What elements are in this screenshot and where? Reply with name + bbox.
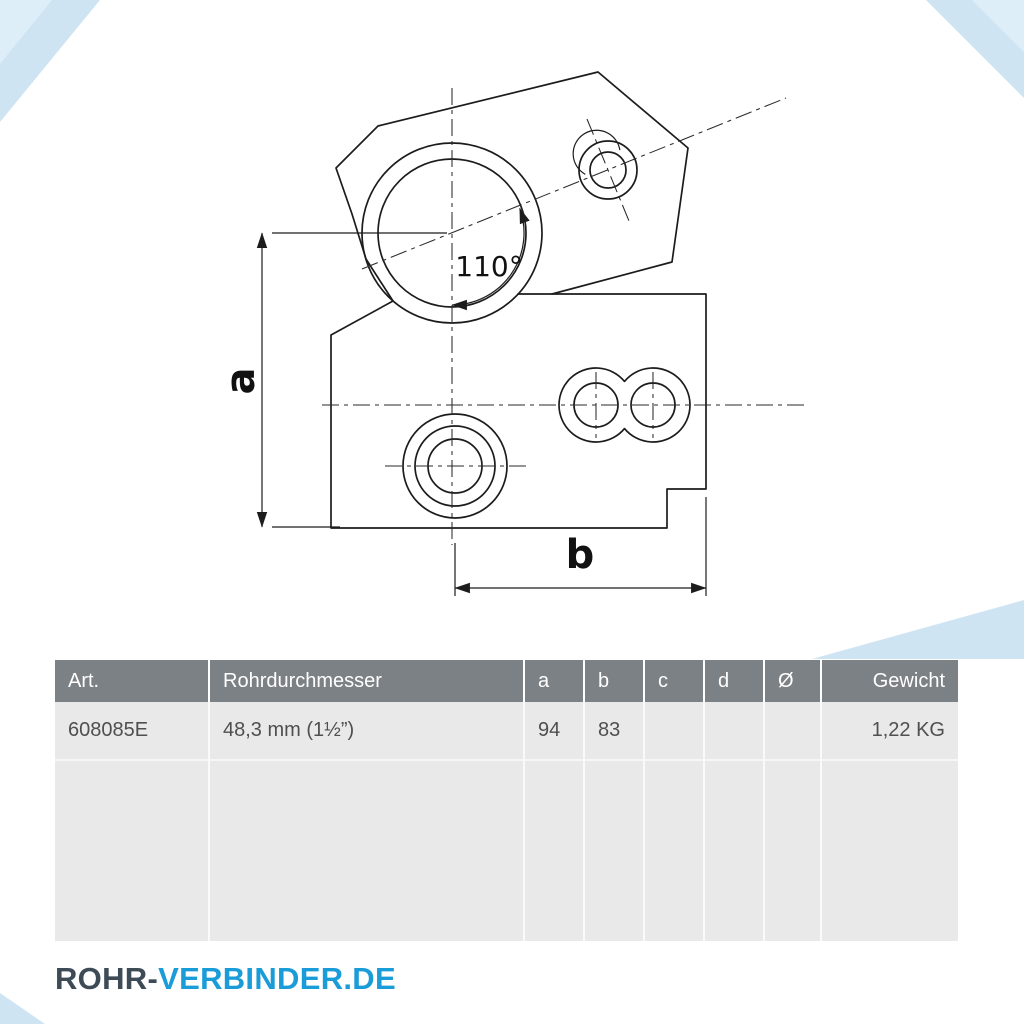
spec-table: Art. Rohrdurchmesser a b c d Ø Gewicht 6… (55, 660, 958, 941)
connector-drawing (330, 71, 707, 529)
cell-a: 94 (525, 702, 583, 761)
dim-a-label: a (218, 368, 264, 395)
angle-arc (451, 207, 530, 311)
brand-logo-part1: ROHR- (55, 961, 159, 996)
bolt-hole-thread-arc (572, 129, 621, 175)
bolt-hole-cross-centerline (586, 118, 630, 222)
column-a: 94 (525, 702, 585, 941)
angle-label: 110° (455, 250, 522, 283)
spec-table-body: 608085E 48,3 mm (1½”) 94 83 1,22 KG (55, 702, 958, 941)
centerlines (322, 88, 805, 545)
header-cell-diameter: Ø (765, 660, 822, 702)
header-cell-d: d (705, 660, 765, 702)
dimension-labels: a b 110° (218, 250, 594, 578)
column-gewicht: 1,22 KG (822, 702, 958, 941)
dimensions (256, 207, 707, 596)
column-c (645, 702, 705, 941)
header-cell-c: c (645, 660, 705, 702)
column-d (705, 702, 765, 941)
column-diameter (765, 702, 822, 941)
column-b: 83 (585, 702, 645, 941)
cell-gewicht: 1,22 KG (822, 702, 958, 761)
corner-triangle-bottom-left (0, 993, 45, 1024)
header-cell-gewicht: Gewicht (872, 669, 945, 692)
dim-b-label: b (566, 532, 595, 578)
brand-logo-part2: VERBINDER.DE (158, 961, 396, 996)
body-outline (330, 293, 707, 529)
header-cell-a: a (525, 660, 585, 702)
cell-b: 83 (585, 702, 643, 761)
cell-diameter (765, 702, 820, 761)
header-cell-art: Art. (55, 660, 210, 702)
collar-and-arm-outline (335, 71, 689, 302)
diagonal-centerline (361, 97, 787, 270)
accent-triangle-above-table (812, 600, 1024, 659)
cell-d (705, 702, 763, 761)
cell-c (645, 702, 703, 761)
column-rohrdurchmesser: 48,3 mm (1½”) (210, 702, 525, 941)
column-art: 608085E (55, 702, 210, 941)
header-cell-rohrdurchmesser: Rohrdurchmesser (210, 660, 525, 702)
cell-rohrdurchmesser: 48,3 mm (1½”) (210, 702, 523, 761)
cell-art: 608085E (55, 702, 208, 761)
spec-table-header-row: Art. Rohrdurchmesser a b c d Ø Gewicht (55, 660, 958, 702)
header-cell-b: b (585, 660, 645, 702)
double-slot-outline (558, 367, 691, 443)
socket-outer-circle (402, 413, 508, 519)
corner-triangle-top-left-overlay-icon (0, 0, 52, 64)
brand-logo[interactable]: ROHR-VERBINDER.DE (55, 961, 396, 997)
corner-triangle-top-right-overlay-icon (972, 0, 1024, 52)
bolt-hole-inner-circle (589, 151, 627, 189)
